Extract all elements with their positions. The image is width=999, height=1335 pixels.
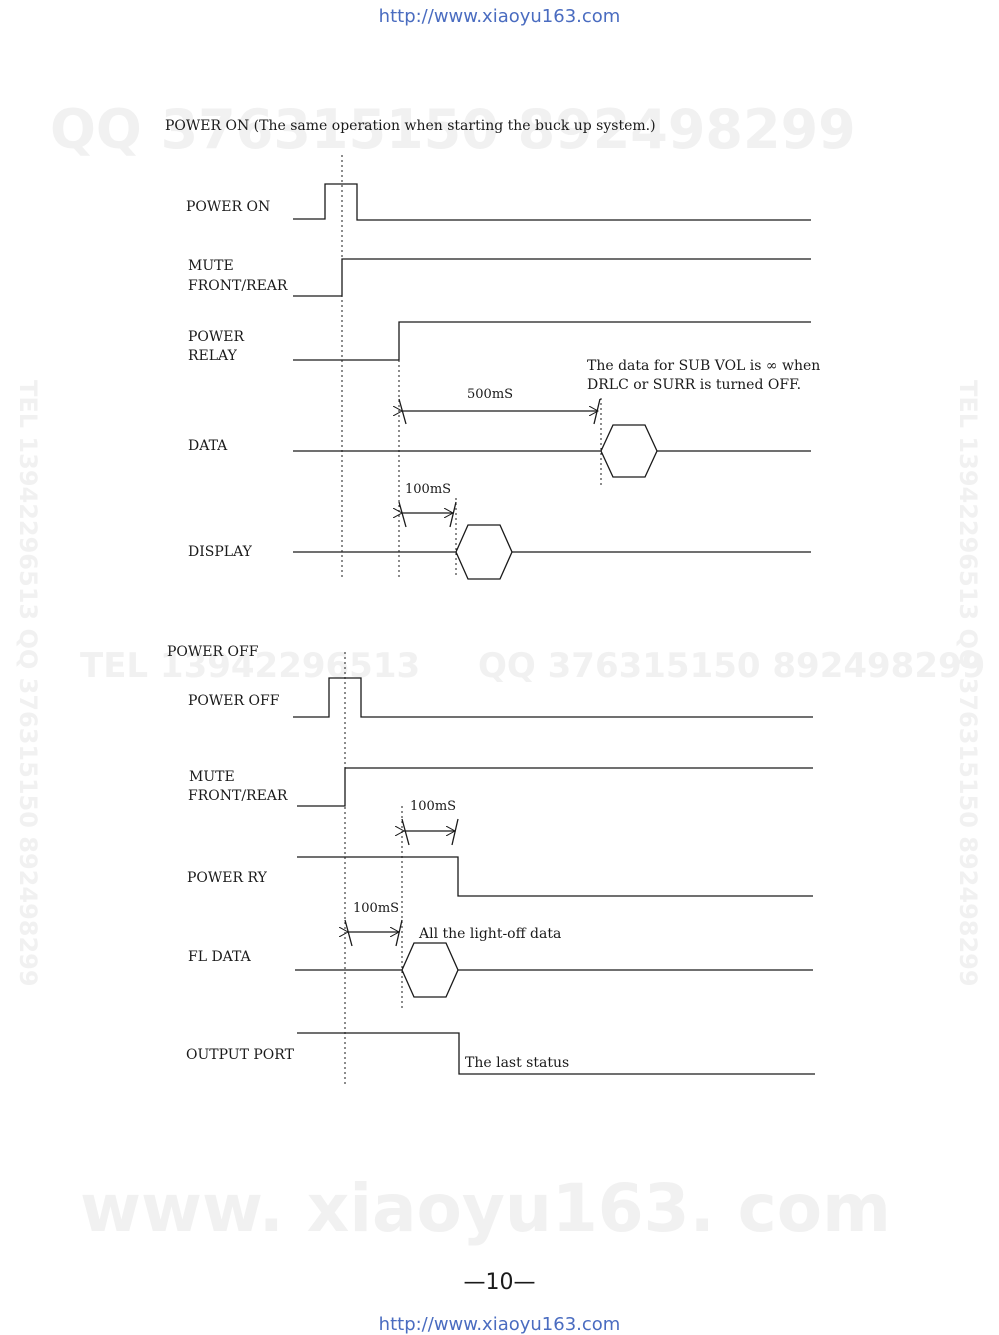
label-mute-off-2: FRONT/REAR — [188, 788, 288, 804]
watermark-mid-left: TEL 13942296513 — [80, 646, 421, 686]
label-mute-1: MUTE — [188, 258, 234, 274]
label-output-port: OUTPUT PORT — [186, 1047, 294, 1063]
label-data: DATA — [188, 438, 228, 454]
note-light-off: All the light-off data — [419, 926, 562, 942]
footer-url[interactable]: http://www.xiaoyu163.com — [378, 1314, 621, 1335]
power-off-waveform — [293, 677, 813, 718]
timing-100ms-display: 100mS — [405, 482, 452, 497]
header-url[interactable]: http://www.xiaoyu163.com — [378, 6, 621, 27]
watermark-bottom: www. xiaoyu163. com — [80, 1170, 891, 1247]
mute-on-waveform — [293, 258, 811, 297]
label-power-off: POWER OFF — [188, 693, 280, 709]
label-power-ry: POWER RY — [187, 870, 267, 886]
label-mute-2: FRONT/REAR — [188, 278, 288, 294]
output-port-waveform — [297, 1032, 815, 1075]
power-on-title: POWER ON (The same operation when starti… — [165, 118, 656, 134]
note-sub-vol-2: DRLC or SURR is turned OFF. — [587, 377, 802, 393]
timing-100ms-fl: 100mS — [353, 901, 400, 916]
label-display: DISPLAY — [188, 544, 252, 560]
display-packet — [455, 524, 513, 580]
label-power-on: POWER ON — [186, 199, 271, 215]
fl-data-packet — [401, 942, 459, 998]
watermark-side-right: TEL 13942296513 QQ 376315150 892498299 — [954, 380, 982, 987]
label-mute-off-1: MUTE — [189, 769, 235, 785]
power-off-title: POWER OFF — [167, 644, 259, 660]
watermark-mid-right: QQ 376315150 892498299 — [478, 646, 986, 686]
power-ry-waveform — [297, 856, 813, 897]
timing-100ms-ry: 100mS — [410, 799, 457, 814]
timing-500ms: 500mS — [467, 387, 514, 402]
note-sub-vol-1: The data for SUB VOL is ∞ when — [587, 358, 821, 374]
watermark-side-left: TEL 13942296513 QQ 376315150 892498299 — [14, 380, 42, 987]
watermark-top: QQ 376315150 892498299 — [50, 98, 856, 161]
label-fl-data: FL DATA — [188, 949, 251, 965]
page-number: —10— — [463, 1270, 536, 1295]
label-relay-2: RELAY — [188, 348, 237, 364]
mute-off-waveform — [297, 767, 813, 807]
power-on-waveform — [293, 183, 811, 221]
relay-waveform — [293, 321, 811, 361]
label-relay-1: POWER — [188, 329, 245, 345]
data-packet — [600, 424, 658, 478]
note-last-status: The last status — [465, 1055, 570, 1071]
